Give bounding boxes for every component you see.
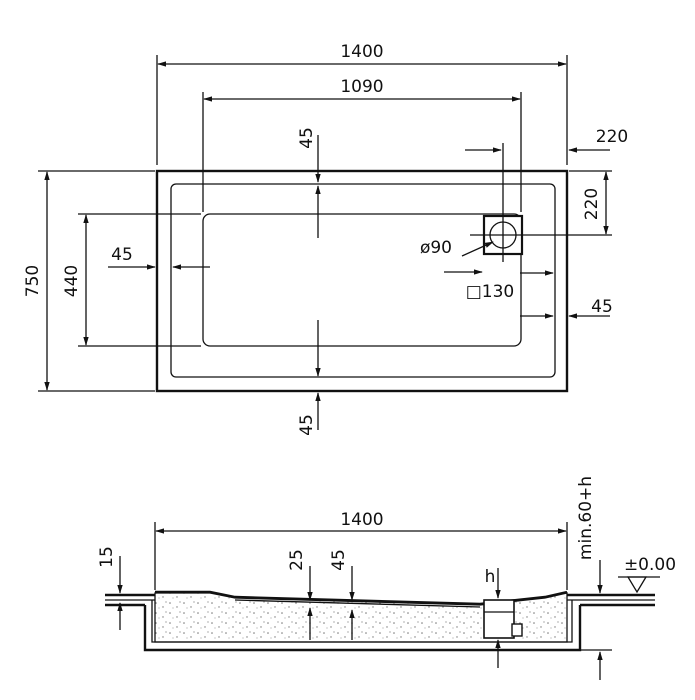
tray-rim	[170, 183, 556, 378]
plan-right-border-label: 45	[591, 297, 613, 317]
section-rim-height-label: 15	[97, 546, 117, 568]
plan-width-label: 750	[23, 265, 43, 297]
level-marker-icon	[626, 576, 648, 594]
floor-pit	[143, 605, 582, 652]
plan-top-border-label: 45	[297, 127, 317, 149]
section-drain-height-label: h	[485, 567, 496, 587]
plan-view: 1400 1090 45 45 750 440 45 45	[23, 42, 628, 436]
plan-inner-width-label: 440	[62, 265, 82, 297]
plan-left-border-label: 45	[111, 245, 133, 265]
section-floor-level-label: ±0.00	[624, 555, 676, 575]
drain-section	[483, 599, 515, 639]
tray-basin	[202, 213, 522, 347]
section-depth-center-label: 25	[287, 549, 307, 571]
plan-drain-square-label: □130	[466, 282, 515, 302]
plan-drain-offset-x-label: 220	[596, 127, 628, 147]
plan-drain-offset-y-label: 220	[582, 188, 602, 220]
plan-length-label: 1400	[340, 42, 383, 62]
plan-drain-diameter-label: ø90	[420, 238, 452, 258]
section-depth-edge-label: 45	[329, 549, 349, 571]
section-view: 1400 15 25 45 h min.60+h ±0.00	[97, 476, 676, 680]
section-length-label: 1400	[340, 510, 383, 530]
section-min-height-label: min.60+h	[576, 476, 596, 560]
tray-outline	[155, 169, 569, 393]
plan-bottom-border-label: 45	[297, 414, 317, 436]
plan-inner-length-label: 1090	[340, 77, 383, 97]
